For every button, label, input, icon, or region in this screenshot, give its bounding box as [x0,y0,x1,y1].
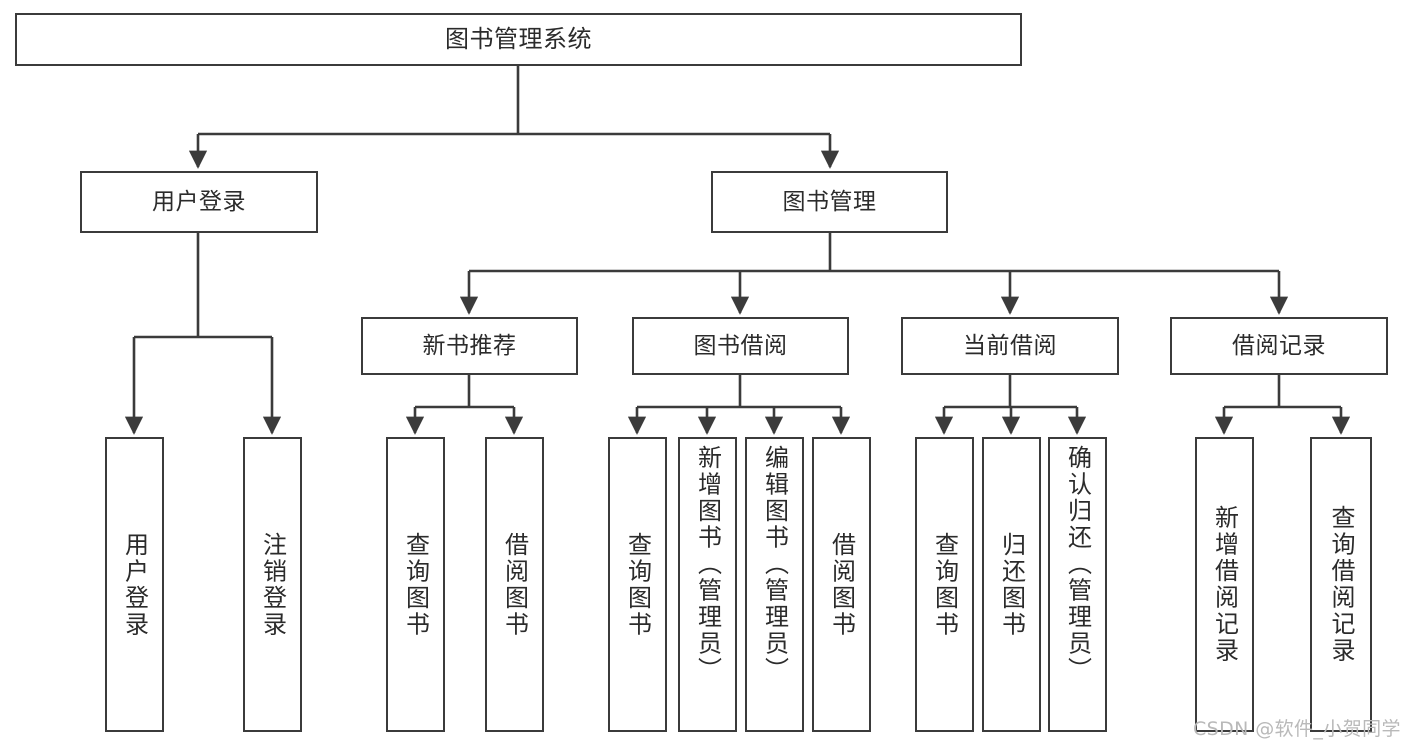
leaf-logout[interactable]: 注销登录 [243,437,302,732]
node-current-borrow-label: 当前借阅 [963,332,1057,359]
node-current-borrow[interactable]: 当前借阅 [901,317,1119,375]
csdn-watermark: CSDN @软件_小贺同学 [1193,718,1401,740]
leaf-borrow-book-rec-label: 借阅图书 [500,531,529,638]
node-book-manage-label: 图书管理 [782,188,877,215]
leaf-add-book[interactable]: 新增图书（管理员） [678,437,737,732]
leaf-add-record-label: 新增借阅记录 [1210,505,1239,664]
node-book-manage[interactable]: 图书管理 [711,171,948,233]
leaf-logout-label: 注销登录 [258,531,287,638]
leaf-borrow-book-rec[interactable]: 借阅图书 [485,437,544,732]
leaf-query-book-cur-label: 查询图书 [930,531,959,638]
node-user-login[interactable]: 用户登录 [80,171,318,233]
node-book-borrow-label: 图书借阅 [693,332,788,359]
leaf-user-login-label: 用户登录 [120,531,149,638]
node-root-label: 图书管理系统 [445,24,592,53]
leaf-user-login[interactable]: 用户登录 [105,437,164,732]
leaf-query-book[interactable]: 查询图书 [608,437,667,732]
leaf-query-book-rec-label: 查询图书 [401,531,430,638]
leaf-query-record-label: 查询借阅记录 [1327,505,1355,664]
node-new-book-rec-label: 新书推荐 [422,332,517,359]
leaf-borrow-book-label: 借阅图书 [827,531,856,638]
leaf-add-record[interactable]: 新增借阅记录 [1195,437,1254,732]
node-borrow-record[interactable]: 借阅记录 [1170,317,1388,375]
leaf-query-book-label: 查询图书 [623,531,652,638]
leaf-query-book-rec[interactable]: 查询图书 [386,437,445,732]
leaf-query-record[interactable]: 查询借阅记录 [1310,437,1372,732]
leaf-confirm-return[interactable]: 确认归还（管理员） [1048,437,1107,732]
leaf-query-book-cur[interactable]: 查询图书 [915,437,974,732]
node-borrow-record-label: 借阅记录 [1232,332,1326,359]
leaf-borrow-book[interactable]: 借阅图书 [812,437,871,732]
leaf-return-book-label: 归还图书 [997,531,1026,638]
node-root[interactable]: 图书管理系统 [15,13,1022,66]
leaf-confirm-return-label: 确认归还（管理员） [1063,445,1092,684]
node-user-login-label: 用户登录 [152,188,246,215]
leaf-add-book-label: 新增图书（管理员） [693,445,722,684]
node-new-book-rec[interactable]: 新书推荐 [361,317,578,375]
leaf-edit-book-label: 编辑图书（管理员） [760,445,789,684]
leaf-edit-book[interactable]: 编辑图书（管理员） [745,437,804,732]
node-book-borrow[interactable]: 图书借阅 [632,317,849,375]
leaf-return-book[interactable]: 归还图书 [982,437,1041,732]
